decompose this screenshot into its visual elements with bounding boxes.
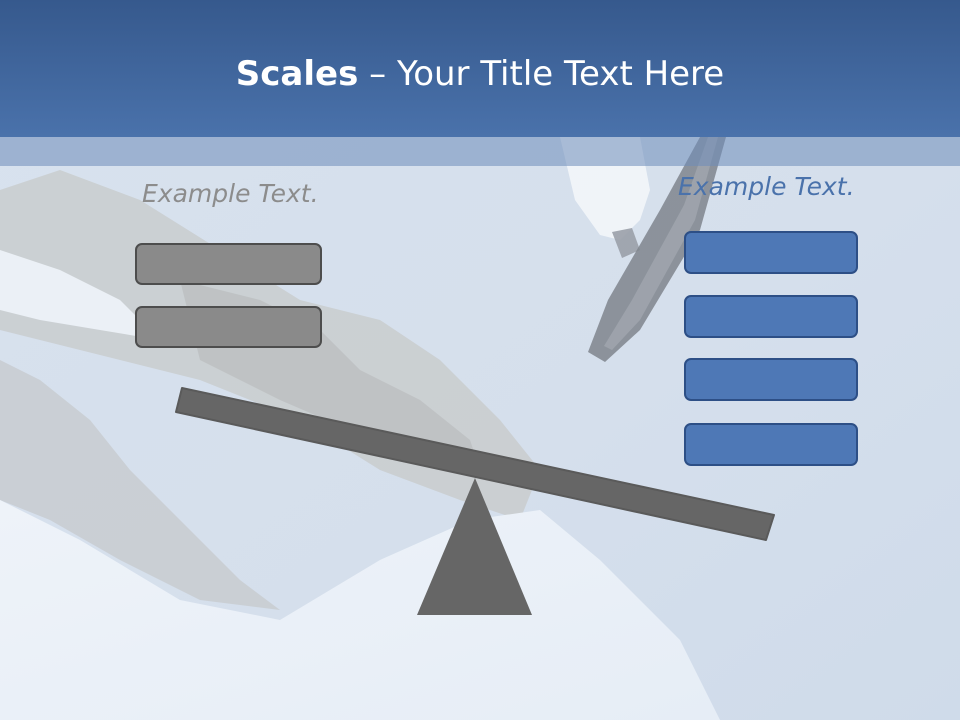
- slide-title: Scales – Your Title Text Here: [0, 52, 960, 96]
- lever-beam: [175, 387, 775, 541]
- left-weight-box-1[interactable]: [135, 243, 322, 285]
- right-weight-box-2[interactable]: [684, 295, 858, 338]
- header-strip: [0, 137, 960, 166]
- right-example-label: Example Text.: [678, 172, 855, 201]
- fulcrum-triangle: [417, 478, 532, 615]
- title-bold: Scales: [235, 54, 359, 94]
- right-weight-box-1[interactable]: [684, 231, 858, 274]
- right-weight-box-4[interactable]: [684, 423, 858, 466]
- header-bar: [0, 0, 960, 137]
- title-rest: – Your Title Text Here: [358, 54, 725, 94]
- left-weight-box-2[interactable]: [135, 306, 322, 348]
- left-example-label: Example Text.: [142, 179, 319, 208]
- right-weight-box-3[interactable]: [684, 358, 858, 401]
